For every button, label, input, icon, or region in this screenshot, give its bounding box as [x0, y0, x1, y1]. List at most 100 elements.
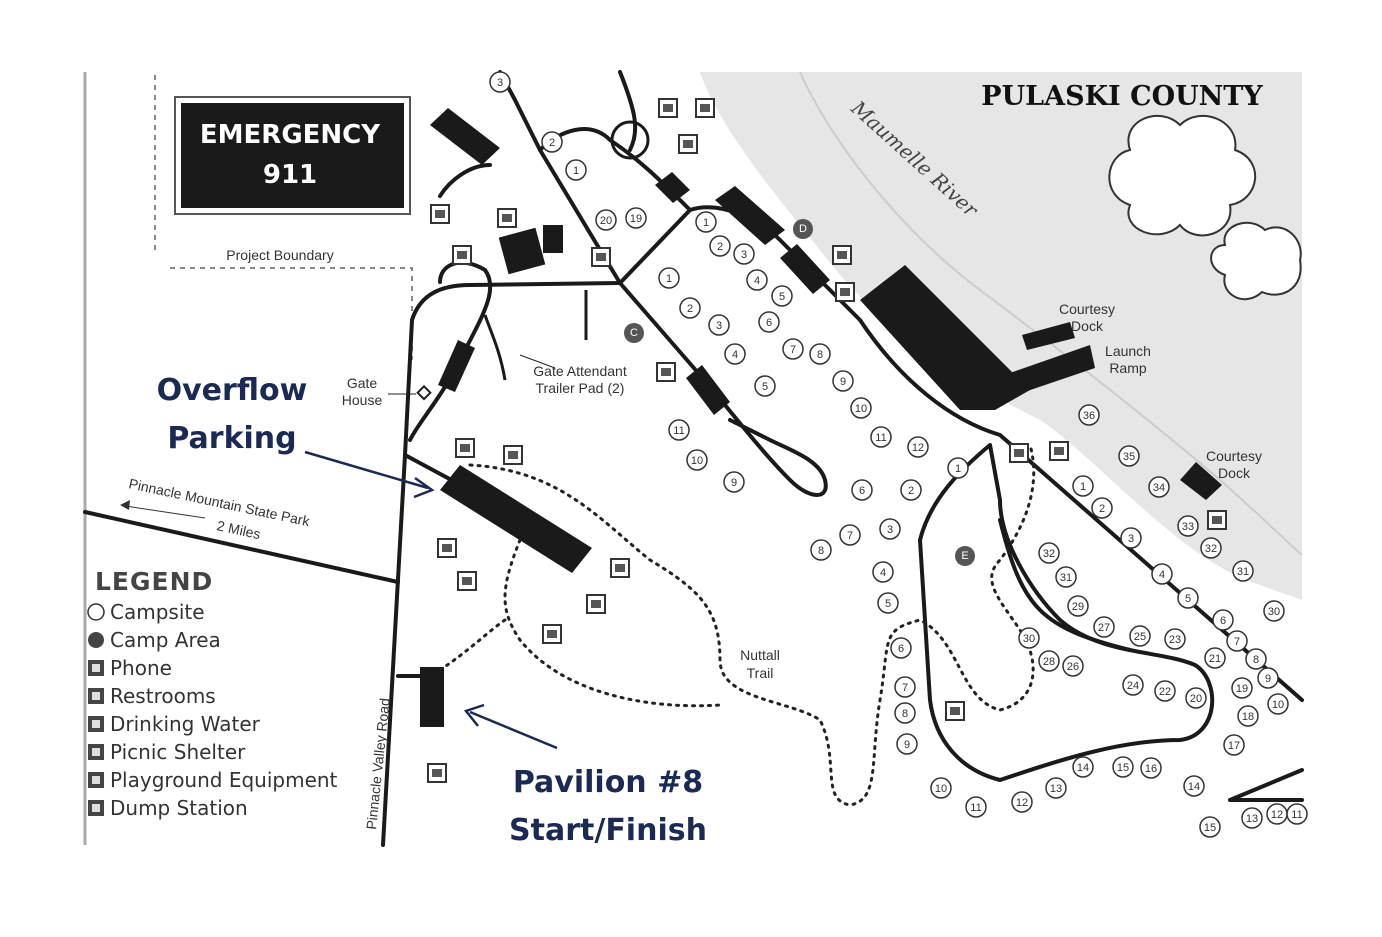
campsite-number: 20 — [1190, 693, 1202, 705]
campsite-number: 8 — [818, 545, 824, 557]
pinnacle-park-distance: 2 Miles — [215, 517, 262, 542]
campsite-marker — [1212, 609, 1234, 631]
campsite-marker — [1267, 693, 1289, 715]
gate-house-label-2: House — [342, 392, 383, 408]
amenity-glyph — [462, 577, 472, 585]
legend-item-label: Restrooms — [110, 684, 216, 708]
campsite-number: 7 — [1234, 636, 1240, 648]
launch-ramp-label-2: Ramp — [1109, 360, 1147, 376]
campsite-number: 16 — [1145, 763, 1157, 775]
campsite-number: 2 — [1099, 503, 1105, 515]
campsite-marker — [1241, 807, 1263, 829]
campsite-number: 31 — [1060, 572, 1072, 584]
pavilion-arrow — [469, 710, 558, 750]
pinnacle-park-arrow — [124, 505, 206, 519]
campsite-marker — [595, 209, 617, 231]
campsite-marker — [1055, 566, 1077, 588]
nuttall-trail — [438, 443, 1036, 807]
campsite-marker — [1204, 647, 1226, 669]
camp-area-marker — [955, 546, 975, 566]
campsite-number: 20 — [600, 215, 612, 227]
campsite-number: 12 — [912, 442, 924, 454]
campsite-number: 27 — [1098, 622, 1110, 634]
campsite-number: 6 — [898, 643, 904, 655]
gate-attendant-label-2: Trailer Pad (2) — [536, 380, 625, 396]
campsite-marker — [850, 397, 872, 419]
campsite-marker — [1072, 475, 1094, 497]
campsite-marker — [1177, 515, 1199, 537]
campsite-marker — [1199, 816, 1221, 838]
campsite-marker — [1151, 563, 1173, 585]
nuttall-trail-label: Nuttall — [740, 647, 780, 663]
launch-ramp-label: Launch — [1105, 343, 1151, 359]
campsite-marker — [1237, 705, 1259, 727]
campsite-number: 15 — [1117, 762, 1129, 774]
campsite-number: 1 — [573, 165, 579, 177]
campsite-number: 10 — [935, 783, 947, 795]
amenity-glyph — [663, 104, 673, 112]
campsite-marker — [1185, 687, 1207, 709]
restrooms-icon — [88, 688, 104, 704]
campsite-marker — [1226, 630, 1248, 652]
campsite-number: 26 — [1067, 661, 1079, 673]
camp-area-marker — [793, 219, 813, 239]
campsite-marker — [1200, 537, 1222, 559]
amenity-glyph — [840, 288, 850, 296]
campsite-number: 12 — [1271, 809, 1283, 821]
campsite-marker — [1038, 542, 1060, 564]
campsite-number: 23 — [1169, 634, 1181, 646]
amenity-glyph — [1014, 449, 1024, 457]
campsite-marker — [870, 426, 892, 448]
campsite-marker — [709, 235, 731, 257]
amenity-glyph — [683, 140, 693, 148]
campsite-number: 19 — [630, 213, 642, 225]
campsite-number: 8 — [817, 349, 823, 361]
campsite-marker — [1038, 650, 1060, 672]
campsite-number: 4 — [1159, 569, 1165, 581]
campsite-number: 2 — [687, 303, 693, 315]
campsite-marker — [679, 297, 701, 319]
emergency-box — [181, 103, 404, 208]
campsite-marker — [758, 311, 780, 333]
campsite-number: 18 — [1242, 711, 1254, 723]
overflow-parking-lot — [440, 465, 592, 573]
campsite-number: 10 — [691, 455, 703, 467]
campsite-number: 5 — [1185, 593, 1191, 605]
pavilion-8 — [420, 667, 444, 727]
gate-attendant-pad — [483, 314, 507, 381]
campsite-number: 1 — [955, 463, 961, 475]
campsite-marker — [1257, 667, 1279, 689]
campsite-number: 13 — [1050, 783, 1062, 795]
campsite-number: 2 — [549, 137, 555, 149]
campsite-number: 30 — [1268, 606, 1280, 618]
overflow-arrow — [304, 450, 429, 490]
campsite-number: 11 — [673, 425, 684, 437]
picnic-shelter-icon — [88, 744, 104, 760]
campsite-marker — [658, 267, 680, 289]
amenity-glyph — [591, 600, 601, 608]
campsite-marker — [565, 159, 587, 181]
campsite-marker — [832, 370, 854, 392]
campsite-marker — [754, 375, 776, 397]
campsite-number: 1 — [666, 273, 672, 285]
campsite-number: 10 — [855, 403, 867, 415]
campsite-number: 4 — [880, 567, 886, 579]
nuttall-trail-label-2: Trail — [747, 665, 774, 681]
campsite-marker — [1129, 625, 1151, 647]
camp-area-letter: E — [961, 550, 968, 562]
campsite-marker — [1231, 677, 1253, 699]
campsite-number: 5 — [762, 381, 768, 393]
campsite-marker — [947, 457, 969, 479]
campsite-number: 33 — [1182, 521, 1194, 533]
campsite-marker — [1011, 791, 1033, 813]
campsite-number: 24 — [1127, 680, 1139, 692]
campsite-marker — [708, 314, 730, 336]
amenity-glyph — [1054, 447, 1064, 455]
campsite-number: 8 — [1253, 654, 1259, 666]
campsite-number: 11 — [1291, 809, 1302, 821]
campsite-number: 15 — [1204, 822, 1216, 834]
campsite-number: 4 — [732, 349, 738, 361]
campsite-marker — [894, 676, 916, 698]
campsite-marker — [809, 343, 831, 365]
